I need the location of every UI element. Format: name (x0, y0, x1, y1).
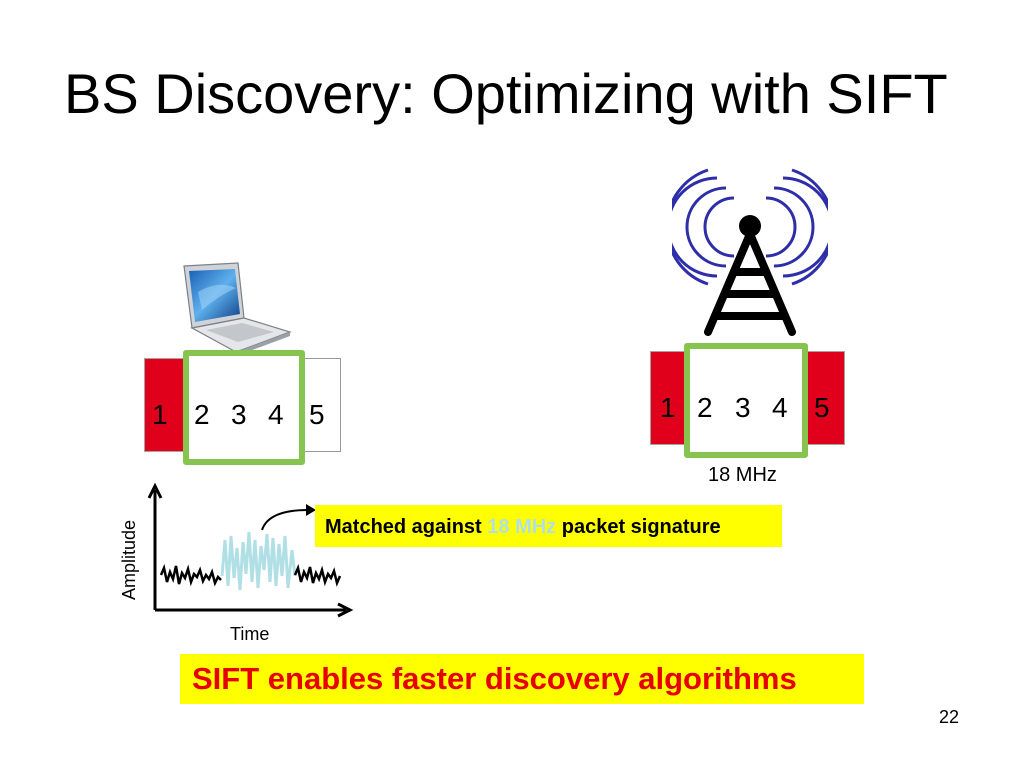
x-axis-label: Time (230, 624, 270, 644)
callout-box (315, 505, 782, 547)
antenna-tower-icon (672, 168, 828, 336)
client-channel-2: 2 (194, 399, 210, 430)
bs-channel-5: 5 (814, 392, 830, 423)
bs-channel-3: 3 (735, 392, 751, 423)
noise-signal-left (159, 563, 222, 587)
waveform-plot (147, 482, 354, 618)
noise-signal-right (293, 563, 342, 587)
bs-channel-2: 2 (697, 392, 713, 423)
bs-selection-window (684, 343, 808, 458)
slide-title: BS Discovery: Optimizing with SIFT (64, 62, 948, 125)
bs-channel-1: 1 (660, 392, 676, 423)
y-axis-arrow (147, 482, 163, 499)
y-axis-label: Amplitude (119, 519, 139, 600)
matched-signal (220, 531, 297, 591)
callout-arrow (261, 504, 316, 531)
x-axis-arrow (337, 602, 354, 618)
client-channel-3: 3 (231, 399, 247, 430)
laptop-icon (183, 262, 292, 354)
conclusion-box (180, 654, 864, 704)
client-channel-4: 4 (268, 399, 284, 430)
client-channel-5: 5 (309, 399, 325, 430)
client-selection-window (183, 350, 305, 465)
bs-channel-4: 4 (772, 392, 788, 423)
callout-suffix: packet signature (556, 516, 721, 538)
callout-text: Matched against 18 MHz packet signature (325, 517, 721, 537)
client-channel-1: 1 (152, 399, 168, 430)
conclusion-text: SIFT enables faster discovery algorithms (192, 661, 797, 696)
bs-bandwidth-label: 18 MHz (708, 464, 777, 486)
page-number: 22 (939, 707, 960, 727)
callout-prefix: Matched against (325, 516, 488, 538)
callout-highlight: 18 MHz (487, 516, 557, 538)
